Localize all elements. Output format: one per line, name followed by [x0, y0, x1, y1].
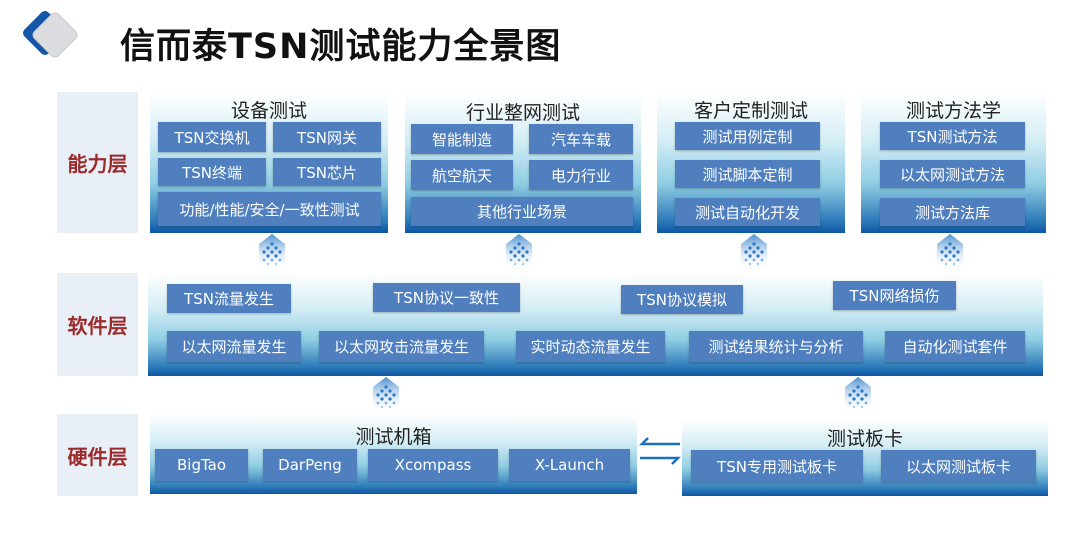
item-box: TSN网络损伤	[833, 281, 956, 310]
item-box: 测试脚本定制	[675, 160, 820, 188]
item-box: 实时动态流量发生	[516, 331, 665, 362]
item-box: 测试方法库	[880, 198, 1025, 226]
item-box: TSN网关	[273, 122, 381, 152]
item-box: 以太网测试板卡	[881, 450, 1036, 482]
item-box: 电力行业	[529, 160, 633, 190]
item-box: TSN流量发生	[167, 284, 291, 313]
layer-label-software: 软件层	[57, 273, 138, 376]
item-box: TSN芯片	[273, 158, 381, 186]
item-box: 测试用例定制	[675, 122, 820, 150]
item-box: Xcompass	[368, 449, 498, 481]
item-box: TSN测试方法	[880, 122, 1025, 150]
panel-title: 行业整网测试	[465, 102, 580, 124]
item-box: 测试自动化开发	[675, 198, 820, 226]
item-box: BigTao	[155, 449, 248, 481]
up-arrow-icon	[937, 234, 963, 270]
up-arrow-icon	[506, 234, 532, 270]
item-box: TSN专用测试板卡	[691, 450, 863, 482]
item-box: DarPeng	[263, 449, 357, 481]
item-box: X-Launch	[509, 449, 630, 481]
logo	[14, 8, 94, 68]
item-box: 以太网测试方法	[880, 160, 1025, 188]
layer-label-hardware: 硬件层	[57, 414, 138, 496]
item-box: TSN协议一致性	[373, 283, 520, 312]
item-box: 汽车车载	[529, 124, 633, 154]
item-box: 其他行业场景	[411, 197, 633, 226]
item-box: 以太网流量发生	[167, 331, 301, 362]
item-box: 测试结果统计与分析	[689, 331, 863, 362]
item-box: TSN交换机	[158, 122, 266, 152]
panel-title: 测试机箱	[355, 426, 432, 448]
panel-title: 设备测试	[230, 100, 307, 122]
up-arrow-icon	[845, 377, 871, 413]
item-box: 以太网攻击流量发生	[319, 331, 484, 362]
panel-title: 客户定制测试	[693, 100, 808, 122]
page-title: 信而泰TSN测试能力全景图	[120, 27, 562, 67]
up-arrow-icon	[741, 234, 767, 270]
item-box: TSN协议模拟	[621, 285, 743, 314]
item-box: 自动化测试套件	[885, 331, 1025, 362]
item-box: 航空航天	[411, 160, 513, 190]
bidirectional-arrow-icon	[638, 437, 682, 465]
item-box: TSN终端	[158, 158, 266, 186]
layer-label-capability: 能力层	[57, 92, 138, 233]
up-arrow-icon	[259, 234, 285, 270]
item-box: 功能/性能/安全/一致性测试	[158, 192, 381, 226]
item-box: 智能制造	[411, 124, 513, 154]
panel-title: 测试板卡	[826, 428, 903, 450]
up-arrow-icon	[373, 377, 399, 413]
panel-title: 测试方法学	[905, 100, 1001, 122]
